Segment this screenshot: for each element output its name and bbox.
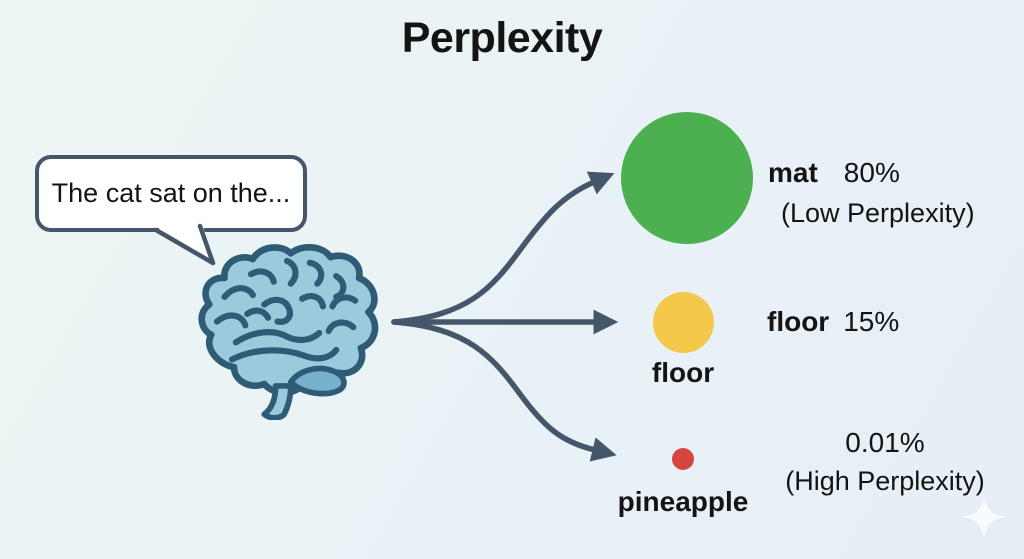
floor-word-label: floor [767,306,830,337]
floor-probability-value: 15% [843,306,900,337]
mat-probability-circle [621,112,753,244]
speech-bubble-tail-icon [153,222,216,266]
speech-bubble-text: The cat sat on the... [51,178,291,208]
speech-bubble: The cat sat on the... [35,155,307,232]
mat-row: mat 80% [768,157,900,189]
pineapple-circle-label: pineapple [617,486,749,517]
pineapple-row: 0.01% (High Perplexity) [772,427,998,497]
floor-row: floor 15% [767,306,899,338]
high-perplexity-note: (High Perplexity) [785,466,985,496]
pineapple-probability-circle [672,448,694,470]
pineapple-probability-value: 0.01% [845,427,925,458]
floor-circle-label: floor [651,357,715,388]
mat-probability-value: 80% [843,157,900,188]
brain-icon [198,244,379,420]
sparkle-icon [962,495,1006,539]
floor-probability-circle [653,292,714,353]
page-title: Perplexity [401,14,603,62]
low-perplexity-note: (Low Perplexity) [781,198,975,228]
mat-word-label: mat [768,157,818,188]
